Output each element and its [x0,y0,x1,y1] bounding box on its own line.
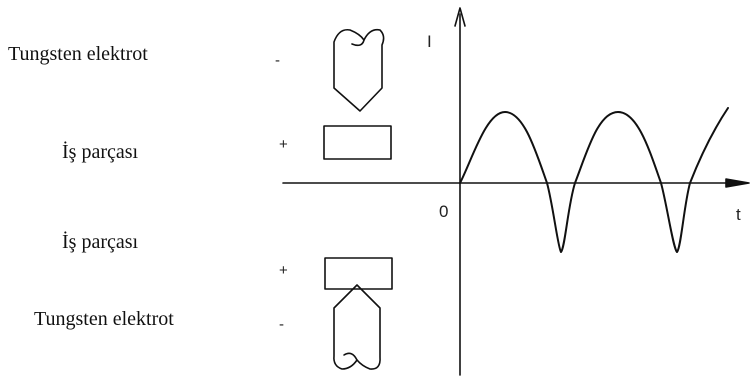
x-axis-arrow [725,178,750,188]
origin-label: 0 [439,202,449,221]
bottom-workpiece-shape [324,257,393,290]
bottom-workpiece-polarity: + [279,262,288,279]
top-workpiece-label: İş parçası [62,141,139,163]
top-electrode-end-curve [351,39,365,47]
y-axis-label: I [427,32,432,51]
top-workpiece-polarity: + [279,136,288,153]
bottom-workpiece-label: İş parçası [62,231,139,253]
bottom-electrode-label: Tungsten elektrot [34,308,174,330]
top-workpiece-shape [323,125,392,160]
bottom-electrode-end-curve [343,352,358,361]
top-electrode-polarity: - [275,52,280,69]
bottom-electrode-polarity: - [279,316,284,333]
top-electrode-label: Tungsten elektrot [8,43,148,65]
x-axis-label: t [736,205,741,224]
bottom-electrode-shape [333,284,381,370]
top-electrode-shape [333,28,385,112]
y-axis-arrow [454,7,466,27]
current-waveform [459,107,729,253]
